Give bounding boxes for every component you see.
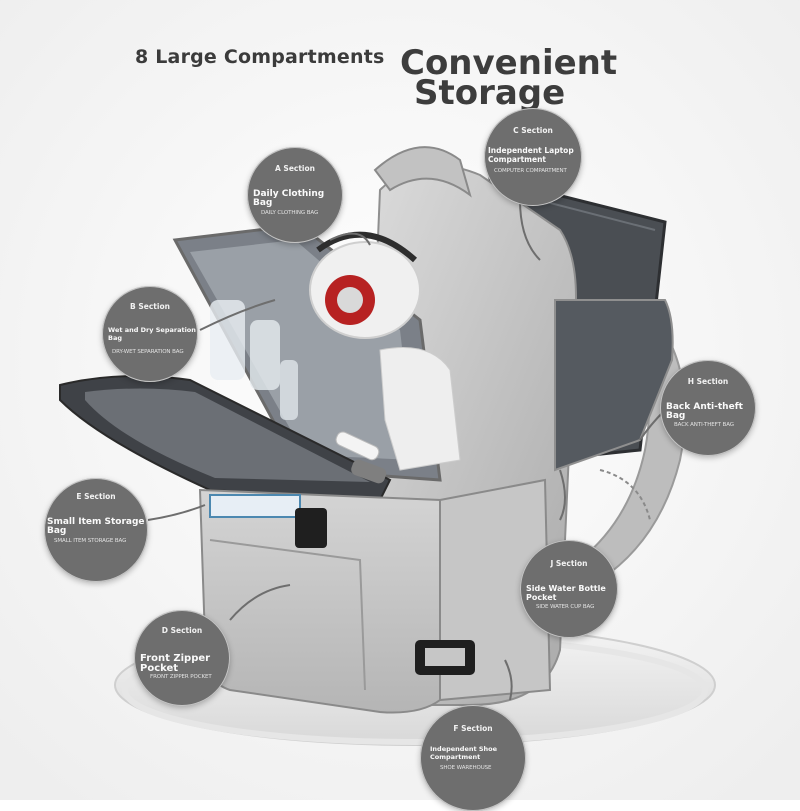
callout-j-section: J Section Side Water Bottle Pocket SIDE … bbox=[520, 540, 618, 638]
callout-section-label: F Section bbox=[453, 724, 493, 733]
heading-line-2: Storage bbox=[414, 73, 566, 113]
callout-b-section: B Section Wet and Dry Separation Bag DRY… bbox=[102, 286, 198, 382]
callout-subtitle: SIDE WATER CUP BAG bbox=[536, 604, 595, 610]
callout-title: Wet and Dry Separation Bag bbox=[108, 326, 196, 342]
callout-section-label: B Section bbox=[130, 302, 170, 311]
callout-title: Independent Laptop Compartment bbox=[488, 146, 574, 164]
callout-section-label: E Section bbox=[76, 492, 116, 501]
callout-title: Back Anti-theft Bag bbox=[666, 402, 743, 421]
callout-section-label: J Section bbox=[550, 559, 588, 568]
callout-subtitle: DAILY CLOTHING BAG bbox=[261, 210, 319, 216]
callout-title: Side Water Bottle Pocket bbox=[526, 584, 606, 602]
callout-h-section: H Section Back Anti-theft Bag BACK ANTI-… bbox=[660, 360, 756, 456]
callout-section-label: A Section bbox=[275, 164, 315, 173]
callout-subtitle: COMPUTER COMPARTMENT bbox=[494, 168, 567, 174]
buckle bbox=[295, 508, 327, 548]
main-heading: Convenient Storage bbox=[400, 46, 617, 113]
subtitle-heading: 8 Large Compartments bbox=[135, 46, 385, 68]
callout-subtitle: FRONT ZIPPER POCKET bbox=[150, 674, 212, 680]
callout-title: Front Zipper Pocket bbox=[140, 653, 211, 674]
callout-subtitle: SHOE WAREHOUSE bbox=[440, 765, 492, 771]
callout-title: Small Item Storage Bag bbox=[47, 517, 145, 536]
top-handle bbox=[373, 146, 472, 198]
callout-f-section: F Section Independent Shoe Compartment S… bbox=[420, 705, 526, 811]
callout-a-section: A Section Daily Clothing Bag DAILY CLOTH… bbox=[247, 147, 343, 243]
callout-e-section: E Section Small Item Storage Bag SMALL I… bbox=[44, 478, 148, 582]
callout-title: Independent Shoe Compartment bbox=[430, 745, 498, 761]
heading-line-1: Convenient bbox=[400, 43, 618, 83]
callout-section-label: D Section bbox=[161, 626, 203, 635]
callout-subtitle: SMALL ITEM STORAGE BAG bbox=[54, 538, 127, 544]
callout-title: Daily Clothing Bag bbox=[253, 189, 325, 208]
callout-section-label: C Section bbox=[513, 126, 553, 135]
callout-d-section: D Section Front Zipper Pocket FRONT ZIPP… bbox=[134, 610, 230, 706]
callout-subtitle: BACK ANTI-THEFT BAG bbox=[674, 422, 734, 428]
callout-subtitle: DRY-WET SEPARATION BAG bbox=[112, 349, 184, 355]
callout-section-label: H Section bbox=[687, 377, 729, 386]
notebook bbox=[209, 494, 301, 518]
callout-c-section: C Section Independent Laptop Compartment… bbox=[484, 108, 582, 206]
